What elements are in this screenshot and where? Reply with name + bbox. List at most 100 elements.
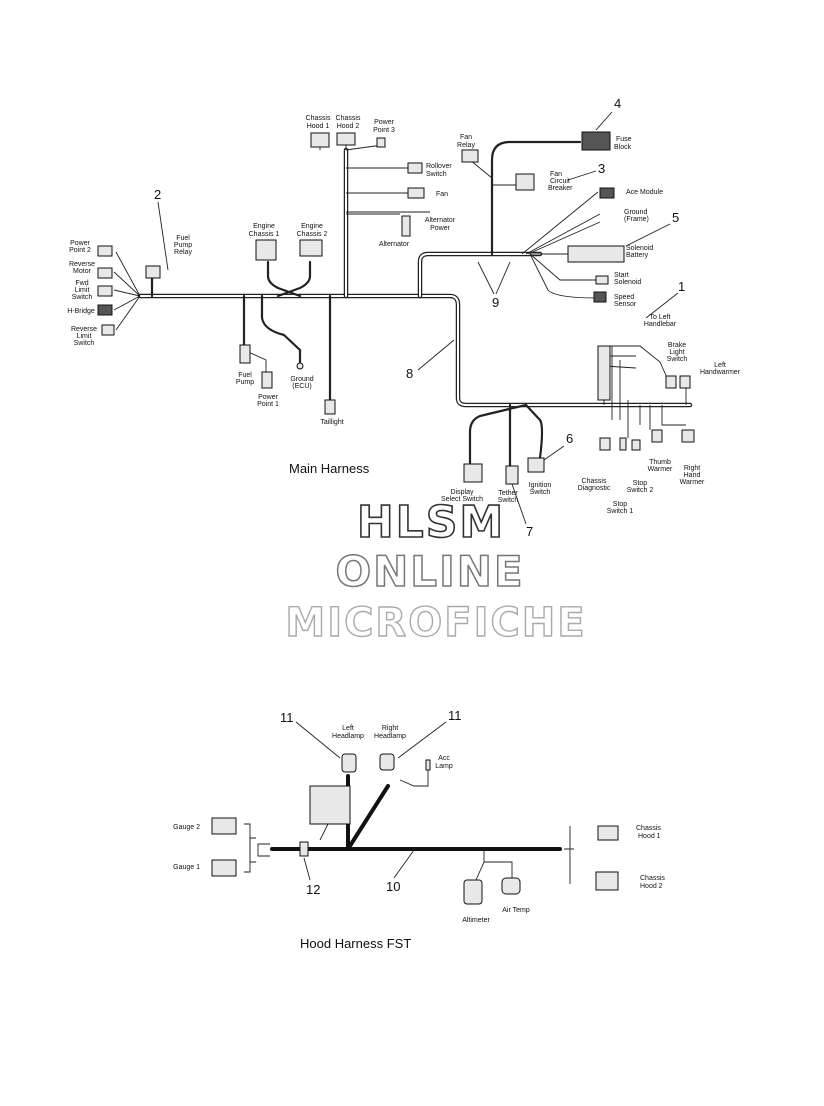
callout-3: 3 — [598, 161, 605, 176]
taillight-connector — [324, 399, 336, 415]
hood-harness-wires — [244, 768, 574, 884]
callout-11-left: 11 — [280, 710, 294, 725]
watermark: HLSM ONLINE MICROFICHE — [285, 496, 586, 647]
connector-12 — [299, 841, 309, 857]
callout-4: 4 — [614, 96, 621, 111]
left-handwarmer-connector — [679, 375, 691, 389]
label-altimeter: Altimeter — [462, 917, 490, 924]
label-gauge-1: Gauge 1 — [173, 864, 200, 871]
main-harness-wires — [113, 140, 693, 468]
fan-relay-connector — [461, 149, 479, 163]
fwd-limit-switch-connector — [97, 285, 113, 297]
fan-connector — [407, 187, 425, 199]
main-harness-title: Main Harness — [289, 461, 370, 476]
label-taillight: Taillight — [320, 419, 343, 426]
power-point-2-connector — [97, 245, 113, 257]
label-ace-module: Ace Module — [626, 189, 663, 196]
callout-7: 7 — [526, 524, 533, 539]
hood-harness-connectors — [211, 753, 619, 905]
label-h-bridge: H-Bridge — [67, 308, 95, 315]
speed-sensor-connector — [593, 291, 607, 303]
callout-11-right: 11 — [448, 708, 462, 723]
main-harness-connectors — [97, 131, 695, 485]
watermark-line-3: MICROFICHE — [285, 600, 586, 646]
label-alternator: Alternator — [379, 241, 410, 248]
fan-circuit-breaker-connector — [515, 173, 535, 191]
ace-module-connector — [599, 187, 615, 199]
power-point-3-connector — [376, 137, 386, 148]
label-fan: Fan — [436, 191, 448, 198]
h-bridge-connector — [97, 304, 113, 316]
rollover-switch-connector — [407, 162, 423, 174]
solenoid-battery-connector — [567, 245, 625, 263]
hood-harness-title: Hood Harness FST — [300, 936, 411, 951]
fuel-pump-relay-connector — [145, 265, 161, 279]
chassis-hood-2-connector — [336, 132, 356, 146]
reverse-motor-connector — [97, 267, 113, 279]
main-harness-callouts: 1 2 3 4 5 6 7 8 9 — [154, 96, 685, 539]
acc-lamp-connector — [425, 759, 431, 771]
hood-module-block — [309, 785, 351, 825]
gauge-2-connector — [211, 817, 237, 835]
callout-6: 6 — [566, 431, 573, 446]
left-handlebar-block — [597, 345, 611, 401]
altimeter-sensor — [463, 879, 483, 905]
brake-light-switch-connector — [665, 375, 677, 389]
power-point-1-connector — [261, 371, 273, 389]
air-temp-sensor — [501, 877, 521, 895]
ground-ecu-terminal — [296, 362, 304, 370]
watermark-line-2: ONLINE — [335, 547, 524, 596]
engine-chassis-2-connector — [299, 239, 323, 257]
stop-switch-1-connector — [619, 437, 627, 451]
ignition-switch-connector — [527, 457, 545, 473]
chassis-hood-2-connector-hood — [595, 871, 619, 891]
callout-2: 2 — [154, 187, 161, 202]
label-gauge-2: Gauge 2 — [173, 824, 200, 831]
gauge-1-connector — [211, 859, 237, 877]
stop-switch-2-connector — [631, 439, 641, 451]
callout-9: 9 — [492, 295, 499, 310]
reverse-limit-switch-connector — [101, 324, 115, 336]
callout-1: 1 — [678, 279, 685, 294]
label-air-temp: Air Temp — [502, 907, 530, 914]
callout-12: 12 — [306, 882, 320, 897]
engine-chassis-1-connector — [255, 239, 277, 261]
tether-switch-connector — [505, 465, 519, 485]
chassis-hood-1-connector — [310, 132, 330, 148]
callout-5: 5 — [672, 210, 679, 225]
callout-10: 10 — [386, 879, 400, 894]
fuel-pump-connector — [239, 344, 251, 364]
right-headlamp-connector — [379, 753, 395, 771]
